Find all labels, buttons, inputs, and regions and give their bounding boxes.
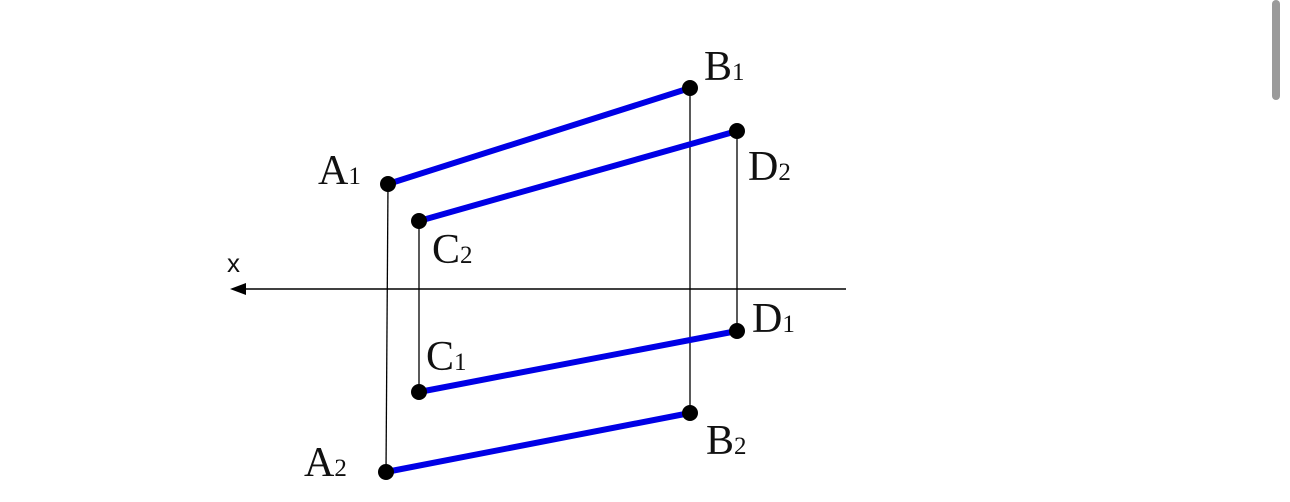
point-C1 — [411, 384, 427, 400]
x-axis-label: x — [227, 248, 240, 278]
label-subscript: 1 — [348, 163, 361, 190]
link-line-A1-A2 — [385, 183, 389, 473]
label-B2: B2 — [706, 418, 747, 464]
label-D2: D2 — [748, 144, 791, 190]
point-B2 — [682, 405, 698, 421]
label-B1: B1 — [704, 44, 745, 90]
point-C2 — [411, 213, 427, 229]
label-C2: C2 — [432, 227, 473, 273]
label-A2: A2 — [304, 440, 347, 486]
label-subscript: 1 — [732, 59, 745, 86]
point-D2 — [729, 123, 745, 139]
label-A1: A1 — [318, 148, 361, 194]
label-subscript: 1 — [454, 349, 467, 376]
x-axis: x — [227, 248, 846, 295]
label-C1: C1 — [426, 334, 467, 380]
segments — [383, 85, 740, 475]
segment-C2-D2 — [416, 128, 740, 224]
label-letter: B — [706, 418, 734, 464]
label-letter: A — [318, 148, 349, 194]
x-axis-arrowhead — [230, 283, 246, 295]
point-A2 — [378, 464, 394, 480]
label-subscript: 2 — [460, 242, 473, 269]
point-A1 — [380, 176, 396, 192]
scrollbar-thumb[interactable] — [1272, 0, 1280, 100]
label-subscript: 2 — [778, 159, 791, 186]
segment-C1-D1 — [416, 328, 740, 395]
label-letter: B — [704, 44, 732, 90]
label-letter: C — [432, 227, 460, 273]
label-D1: D1 — [752, 296, 795, 342]
points — [378, 80, 745, 480]
point-D1 — [729, 323, 745, 339]
label-letter: D — [748, 144, 778, 190]
label-subscript: 1 — [782, 311, 795, 338]
label-subscript: 2 — [734, 433, 747, 460]
label-letter: A — [304, 440, 335, 486]
label-subscript: 2 — [334, 455, 347, 482]
segment-A1-B1 — [385, 85, 693, 187]
label-letter: C — [426, 334, 454, 380]
segment-A2-B2 — [383, 410, 693, 475]
point-B1 — [682, 80, 698, 96]
label-letter: D — [752, 296, 782, 342]
